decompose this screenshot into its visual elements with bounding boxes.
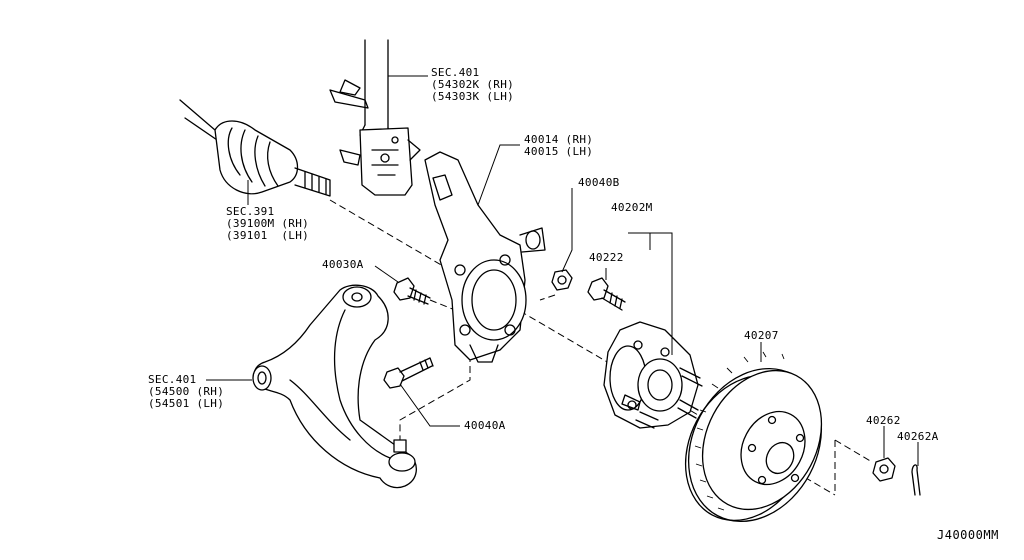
callout-40030a: 40030A	[322, 258, 364, 271]
cotter-pin-40262a	[911, 464, 921, 496]
callout-lower-arm-rh: (54500 (RH)	[148, 385, 225, 398]
callout-axle: SEC.391 (39100M (RH) (39101 (LH)	[226, 206, 309, 242]
hub-bolt-40222	[587, 277, 626, 311]
callout-strut-rh: (54302K (RH)	[431, 78, 515, 91]
callout-40222: 40222	[589, 251, 624, 264]
callout-40202m: 40202M	[611, 201, 653, 214]
lower-control-arm	[252, 284, 417, 489]
callout-strut-lh: (54303K (LH)	[431, 90, 515, 103]
leader-lines	[206, 75, 919, 466]
diagram-code: J40000MM	[937, 528, 999, 542]
callout-40262a: 40262A	[897, 430, 939, 443]
callout-knuckle-lh: 40015 (LH)	[524, 145, 594, 158]
callout-lower-arm-lh: (54501 (LH)	[148, 397, 225, 410]
brake-rotor	[684, 351, 823, 523]
wheel-nut-40262	[872, 457, 896, 482]
callout-strut: SEC.401 (54302K (RH) (54303K (LH)	[431, 67, 514, 103]
bolt-40030a	[393, 277, 431, 305]
bolt-40040a	[383, 357, 434, 389]
strut-assembly	[329, 39, 421, 196]
callout-lower-arm: SEC.401 (54500 (RH) (54501 (LH)	[148, 374, 224, 410]
callout-axle-sec: SEC.391	[226, 205, 275, 218]
steering-knuckle	[424, 151, 546, 363]
callout-axle-lh: (39101 (LH)	[226, 229, 310, 242]
callout-knuckle-rh: 40014 (RH)	[524, 133, 594, 146]
hub-bearing-assembly	[603, 321, 703, 429]
callout-40207: 40207	[744, 329, 779, 342]
callout-knuckle: 40014 (RH) 40015 (LH)	[524, 134, 593, 158]
callout-40040a: 40040A	[464, 419, 506, 432]
callout-40262: 40262	[866, 414, 901, 427]
callout-lower-arm-sec: SEC.401	[148, 373, 197, 386]
drive-shaft	[179, 99, 331, 197]
callout-strut-sec: SEC.401	[431, 66, 480, 79]
nut-40040b	[551, 269, 573, 291]
callout-40040b: 40040B	[578, 176, 620, 189]
callout-axle-rh: (39100M (RH)	[226, 217, 310, 230]
